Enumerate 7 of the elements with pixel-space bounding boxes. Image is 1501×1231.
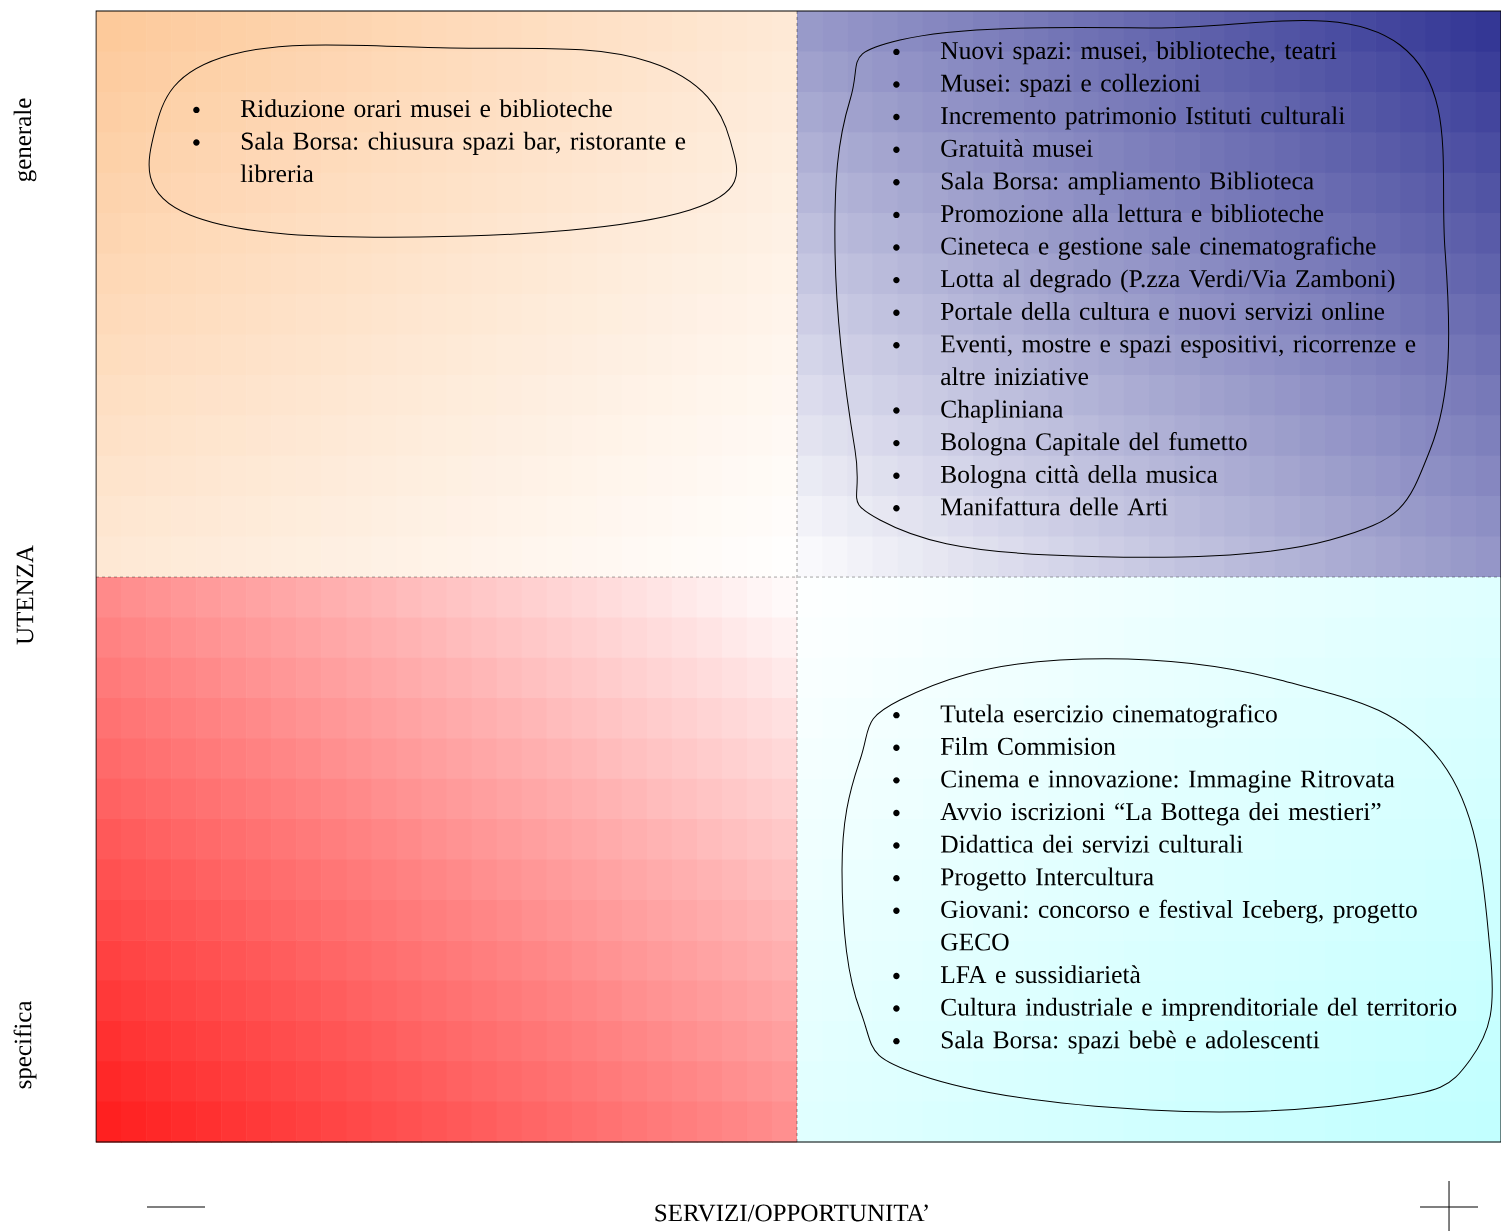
bubble: Nuovi spazi: musei, biblioteche, teatri Musei: spazi e collezioni Incremento patrimonio Istituti culturali Gratuità musei Sala Borsa: ampliamento Biblioteca Promozione alla lettura e biblioteche Cineteca e gestione sale cinematografiche Lotta al degrado (P.zza Verdi/Via Zamboni) Portale della cultura e nuovi servizi online Eventi, mostre e spazi espositivi, ricorrenze e altre iniziative Chapliniana Bologna Capitale del fumetto Bologna città della musica Manifattura delle Arti [834, 20, 1450, 558]
axis-label: generale [13, 98, 37, 182]
bubble: Tutela esercizio cinematografico Film Commision Cinema e innovazione: Immagine Ritrovata Avvio iscrizioni “La Bottega dei mestieri” Didattica dei servizi culturali Progetto Intercultura Giovani: concorso e festival Iceberg, progetto GECO LFA e sussidiarietà Cultura industriale e imprenditoriale del territorio Sala Borsa: spazi bebè e adolescenti [841, 658, 1493, 1113]
axis-label: specifica [13, 1000, 37, 1089]
axis-label: SERVIZI/OPPORTUNITA’ [655, 1204, 928, 1222]
bubble: Riduzione orari musei e biblioteche Sala Borsa: chiusura spazi bar, ristorante e libreria [148, 44, 738, 238]
axis-label: UTENZA [16, 545, 34, 645]
